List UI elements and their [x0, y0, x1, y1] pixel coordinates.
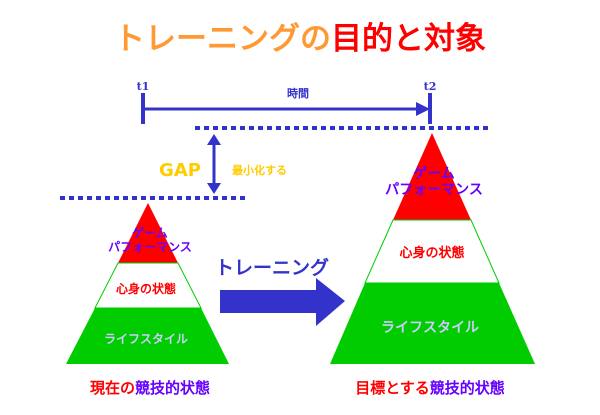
gap-label: GAP	[159, 160, 201, 181]
current-state-caption: 現在の競技的状態	[90, 379, 210, 397]
t2-label: t2	[424, 80, 437, 93]
gap-action-label: 最小化する	[232, 163, 287, 177]
target-bottom-layer	[330, 283, 535, 364]
training-label: トレーニング	[215, 256, 329, 279]
title: トレーニングの目的と対象	[114, 21, 486, 57]
target-top-label-1: ゲーム	[413, 165, 455, 182]
current-bottom-layer	[66, 308, 229, 364]
current-top-layer	[118, 203, 178, 263]
title-part1: トレーニングの	[114, 21, 331, 57]
time-label: 時間	[287, 86, 309, 100]
target-pyramid: ゲーム パフォーマンス 心身の状態 ライフスタイル	[330, 133, 535, 364]
target-middle-label: 心身の状態	[399, 245, 464, 261]
target-state-caption: 目標とする競技的状態	[355, 379, 505, 397]
current-top-label-1: ゲーム	[132, 225, 168, 240]
training-arrow-icon	[220, 278, 345, 326]
current-middle-label: 心身の状態	[116, 281, 176, 296]
target-top-layer	[393, 133, 471, 220]
current-state-part2: 競技的状態	[135, 379, 210, 397]
target-top-label-2: パフォーマンス	[385, 182, 483, 198]
current-top-label-2: パフォーマンス	[108, 240, 192, 254]
t1-label: t1	[137, 80, 150, 93]
time-arrow-head-icon	[416, 102, 430, 116]
timeline: t1 t2 時間	[137, 80, 437, 124]
target-bottom-label: ライフスタイル	[381, 320, 479, 336]
current-pyramid: ゲーム パフォーマンス 心身の状態 ライフスタイル	[66, 203, 229, 364]
gap-double-arrow-icon	[207, 134, 221, 194]
current-state-part1: 現在の	[90, 379, 135, 397]
target-state-part2: 競技的状態	[430, 379, 505, 397]
target-state-part1: 目標とする	[355, 379, 430, 397]
current-bottom-label: ライフスタイル	[104, 332, 188, 346]
title-part2: 目的と対象	[331, 21, 486, 57]
